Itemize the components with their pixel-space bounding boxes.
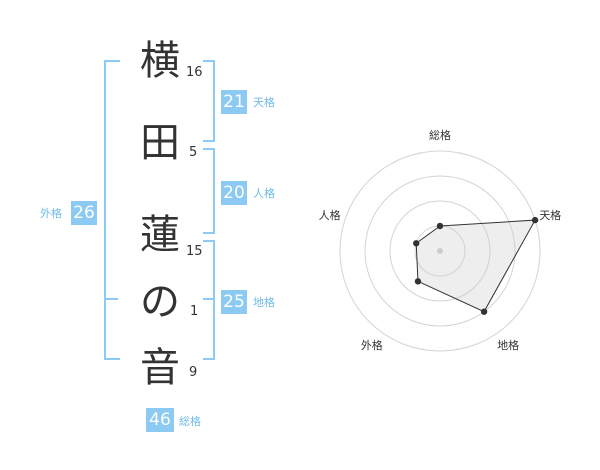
radar-axis-label: 天格: [539, 208, 561, 222]
stroke-count-4: 1: [190, 304, 199, 319]
tenkaku-label: 天格: [253, 96, 275, 109]
stroke-count-2: 5: [189, 145, 198, 160]
radar-axis-label: 総格: [429, 128, 451, 142]
stroke-count-3: 15: [186, 244, 203, 259]
radar-grid-ring: [389, 200, 491, 302]
chikaku-bracket-tick: [203, 298, 213, 300]
radar-series-area: [415, 219, 536, 313]
stroke-count-5: 9: [189, 365, 198, 380]
chikaku-badge: 25: [221, 290, 247, 314]
radar-axis-label: 外格: [361, 338, 383, 352]
tenkaku-badge: 21: [221, 90, 247, 114]
radar-grid-ring: [364, 175, 516, 327]
name-char-3: 蓮: [140, 212, 180, 258]
radar-point: [480, 308, 488, 315]
stroke-count-1: 16: [186, 65, 203, 80]
chikaku-bracket: [203, 240, 215, 360]
soukaku-label: 総格: [179, 415, 201, 428]
radar-point: [436, 222, 444, 230]
gaikaku-bracket: [104, 60, 120, 360]
radar-point: [414, 278, 422, 285]
soukaku-badge: 46: [146, 408, 174, 432]
radar-axis-label: 地格: [497, 338, 519, 352]
name-char-4: の: [140, 279, 180, 325]
name-char-5: 音: [140, 345, 180, 391]
gaikaku-badge: 26: [71, 201, 97, 225]
radar-grid-ring: [339, 150, 541, 352]
jinkaku-label: 人格: [253, 187, 275, 200]
radar-point: [531, 216, 539, 224]
jinkaku-bracket: [203, 148, 215, 234]
tenkaku-bracket: [203, 60, 215, 142]
gaikaku-label: 外格: [40, 207, 62, 220]
gaikaku-bracket-tick: [106, 298, 118, 300]
radar-point: [413, 240, 420, 247]
name-char-2: 田: [140, 120, 180, 166]
name-char-1: 横: [140, 38, 180, 84]
jinkaku-badge: 20: [221, 181, 247, 205]
radar-center-dot: [437, 248, 443, 254]
radar-axis-label: 人格: [319, 208, 341, 222]
chikaku-label: 地格: [253, 296, 275, 309]
